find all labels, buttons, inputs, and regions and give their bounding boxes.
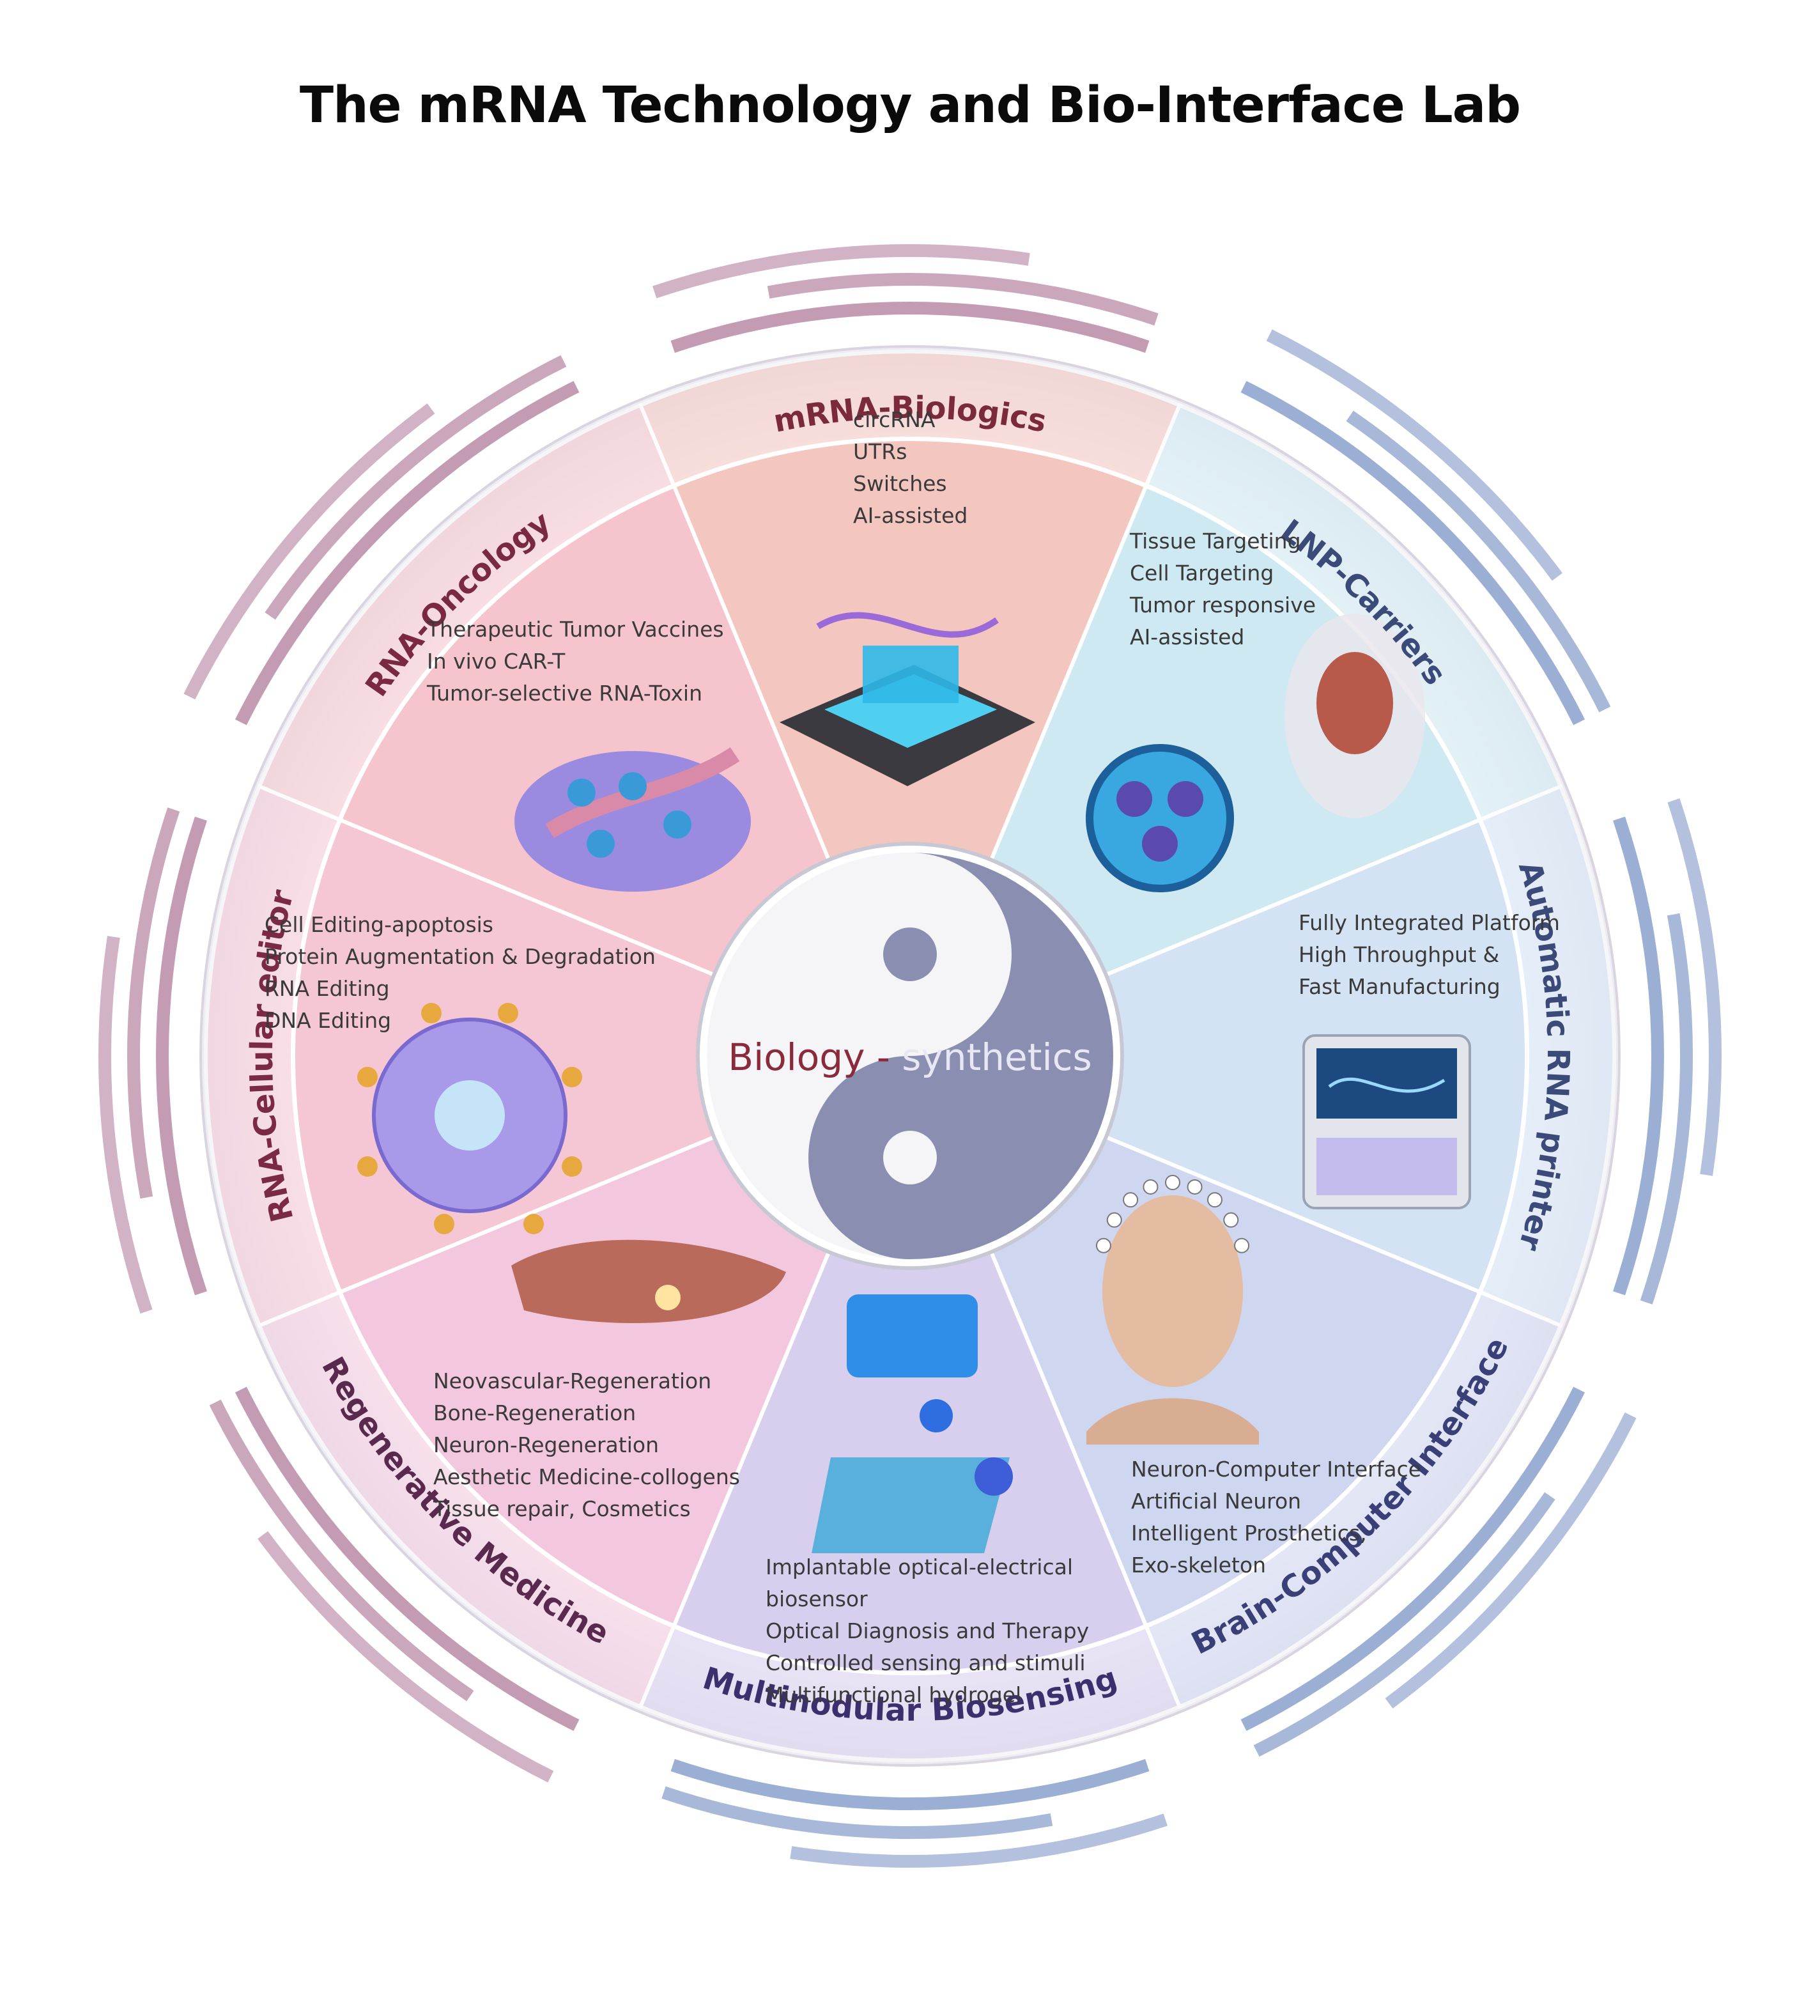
outer-arc	[235, 1386, 580, 1732]
outer-arc	[652, 244, 1030, 299]
segment-item: Cell Editing-apoptosis	[265, 912, 493, 937]
segment-item: Protein Augmentation & Degradation	[265, 944, 656, 969]
outer-arc	[235, 380, 580, 725]
outer-arc	[661, 1786, 1053, 1839]
outer-arc	[1640, 913, 1693, 1305]
segment-item: Exo-skeleton	[1131, 1553, 1266, 1578]
outer-arc	[265, 355, 567, 620]
ai-chip-icon	[780, 612, 1035, 786]
segment-item: Neovascular-Regeneration	[433, 1369, 711, 1393]
edited-cell-icon	[357, 1003, 582, 1234]
outer-arc	[1240, 1386, 1585, 1732]
decorative-outer-arcs	[98, 244, 1722, 1868]
eeg-head-icon	[1086, 1175, 1259, 1445]
segment-item-list: Implantable optical-electrical biosensorO…	[766, 1555, 1089, 1707]
outer-arc	[1667, 798, 1722, 1176]
outer-arc	[790, 1813, 1168, 1868]
segment-item: biosensor	[766, 1586, 868, 1611]
segment-item: RNA Editing	[265, 976, 390, 1001]
outer-arc	[1346, 410, 1611, 713]
segment-item: AI-assisted	[853, 503, 968, 528]
outer-arc	[1240, 380, 1585, 725]
segment-item: Implantable optical-electrical	[766, 1555, 1073, 1579]
segment-item: UTRs	[853, 439, 907, 464]
outer-arc	[1266, 329, 1562, 581]
segment-item: Controlled sensing and stimuli	[766, 1650, 1086, 1675]
outer-arc	[1253, 1492, 1555, 1757]
outer-arc	[1613, 816, 1664, 1296]
segment-item-list: Therapeutic Tumor Vaccines In vivo CAR-T T…	[426, 617, 724, 706]
segment-item: Neuron-Computer Interface	[1131, 1457, 1421, 1482]
segment-item: Intelligent Prosthetics,	[1131, 1521, 1367, 1546]
segment-item: Aesthetic Medicine-collogens	[433, 1464, 740, 1489]
yin-yang-center: Biology - synthetics	[696, 842, 1124, 1270]
segment-item: High Throughput &	[1299, 942, 1499, 967]
outer-arc	[98, 936, 153, 1314]
segment-item: Fast Manufacturing	[1299, 974, 1500, 999]
segment-item: Tumor responsive	[1129, 593, 1316, 617]
segment-item: Multifunctional hydrogel	[766, 1682, 1021, 1707]
segment-item: circRNA	[853, 407, 936, 432]
hydrogel-sensor-icon	[812, 1294, 1013, 1553]
outer-arc	[670, 302, 1150, 353]
segment-item: Cell Targeting	[1130, 561, 1274, 585]
segment-item: AI-assisted	[1130, 624, 1244, 649]
muscle-tissue-icon	[511, 1239, 786, 1323]
segment-item: Tumor-selective RNA-Toxin	[426, 681, 702, 706]
segment-item: Artificial Neuron	[1131, 1489, 1301, 1514]
outer-arc	[258, 1531, 554, 1783]
segment-item: Tissue Targeting	[1129, 529, 1301, 554]
page-title: The mRNA Technology and Bio-Interface La…	[299, 77, 1521, 134]
segment-illustrations	[357, 612, 1471, 1553]
outer-arc	[1385, 1412, 1637, 1709]
segment-item: Tissue repair, Cosmetics	[433, 1496, 691, 1521]
outer-arc	[127, 807, 180, 1199]
outer-arc	[156, 816, 207, 1296]
lipid-nanoparticle-icon	[1086, 614, 1425, 892]
rna-printer-icon	[1302, 1034, 1471, 1209]
center-label: Biology - synthetics	[728, 1035, 1091, 1079]
outer-arc	[183, 403, 435, 700]
segment-item: Fully Integrated Platform	[1299, 910, 1560, 935]
segment-item: Switches	[853, 471, 947, 496]
segment-item: Optical Diagnosis and Therapy	[766, 1618, 1089, 1643]
segment-item: Bone-Regeneration	[433, 1400, 636, 1425]
segment-item: In vivo CAR-T	[427, 649, 566, 674]
segment-item-list: Neovascular-RegenerationBone-Regeneratio…	[433, 1369, 740, 1521]
segment-item: DNA Editing	[265, 1008, 391, 1033]
segment-item: Neuron-Regeneration	[433, 1432, 659, 1457]
segment-item: Therapeutic Tumor Vaccines	[426, 617, 724, 642]
outer-arc	[767, 272, 1159, 326]
tumor-cluster-icon	[514, 747, 751, 892]
outer-arc	[209, 1399, 474, 1702]
outer-arc	[670, 1759, 1150, 1810]
